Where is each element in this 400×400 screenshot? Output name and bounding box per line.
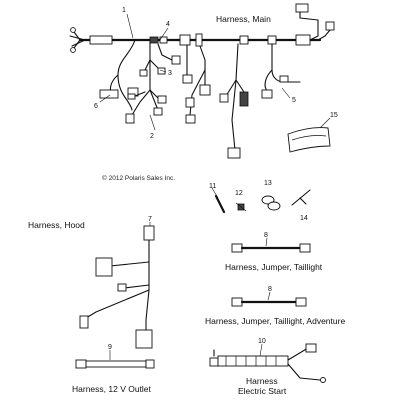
callout-8b: 8 [268,286,272,293]
callout-3: 3 [168,70,172,77]
label-outlet-12v: Harness, 12 V Outlet [72,384,152,394]
copyright-text: © 2012 Polaris Sales Inc. [102,174,175,182]
callout-10: 9 [108,344,112,351]
electric-start-harness: 10 [209,338,326,383]
callout-8a: 8 [264,232,268,239]
callout-15: 15 [330,112,338,119]
callout-9: 10 [258,338,266,345]
callout-2: 2 [150,133,154,140]
part-15-cover: 15 [287,112,338,153]
label-electric-start-2: Electric Start [238,386,287,396]
callout-5: 5 [292,97,296,104]
callout-7: 7 [148,216,152,223]
label-hood-harness: Harness, Hood [28,220,85,230]
hood-harness: 7 [79,216,155,349]
main-harness [69,3,335,159]
callout-13: 13 [264,180,272,187]
label-jumper-taillight-adventure: Harness, Jumper, Taillight, Adventure [205,316,345,326]
main-callouts: 1 2 3 4 5 6 [94,7,296,140]
jumper-taillight-adventure: 8 [231,286,307,307]
callout-6: 6 [94,103,98,110]
small-parts: 11 12 13 14 [209,180,311,222]
callout-14: 14 [300,215,308,222]
callout-11: 11 [209,183,216,190]
jumper-taillight: 8 [231,232,311,253]
outlet-12v-harness: 9 [75,344,155,369]
label-electric-start-1: Harness [246,376,278,386]
callout-1: 1 [122,7,126,14]
callout-4: 4 [166,21,170,28]
label-jumper-taillight: Harness, Jumper, Taillight [225,262,323,272]
label-main-harness: Harness, Main [216,14,271,24]
callout-12: 12 [235,190,243,197]
